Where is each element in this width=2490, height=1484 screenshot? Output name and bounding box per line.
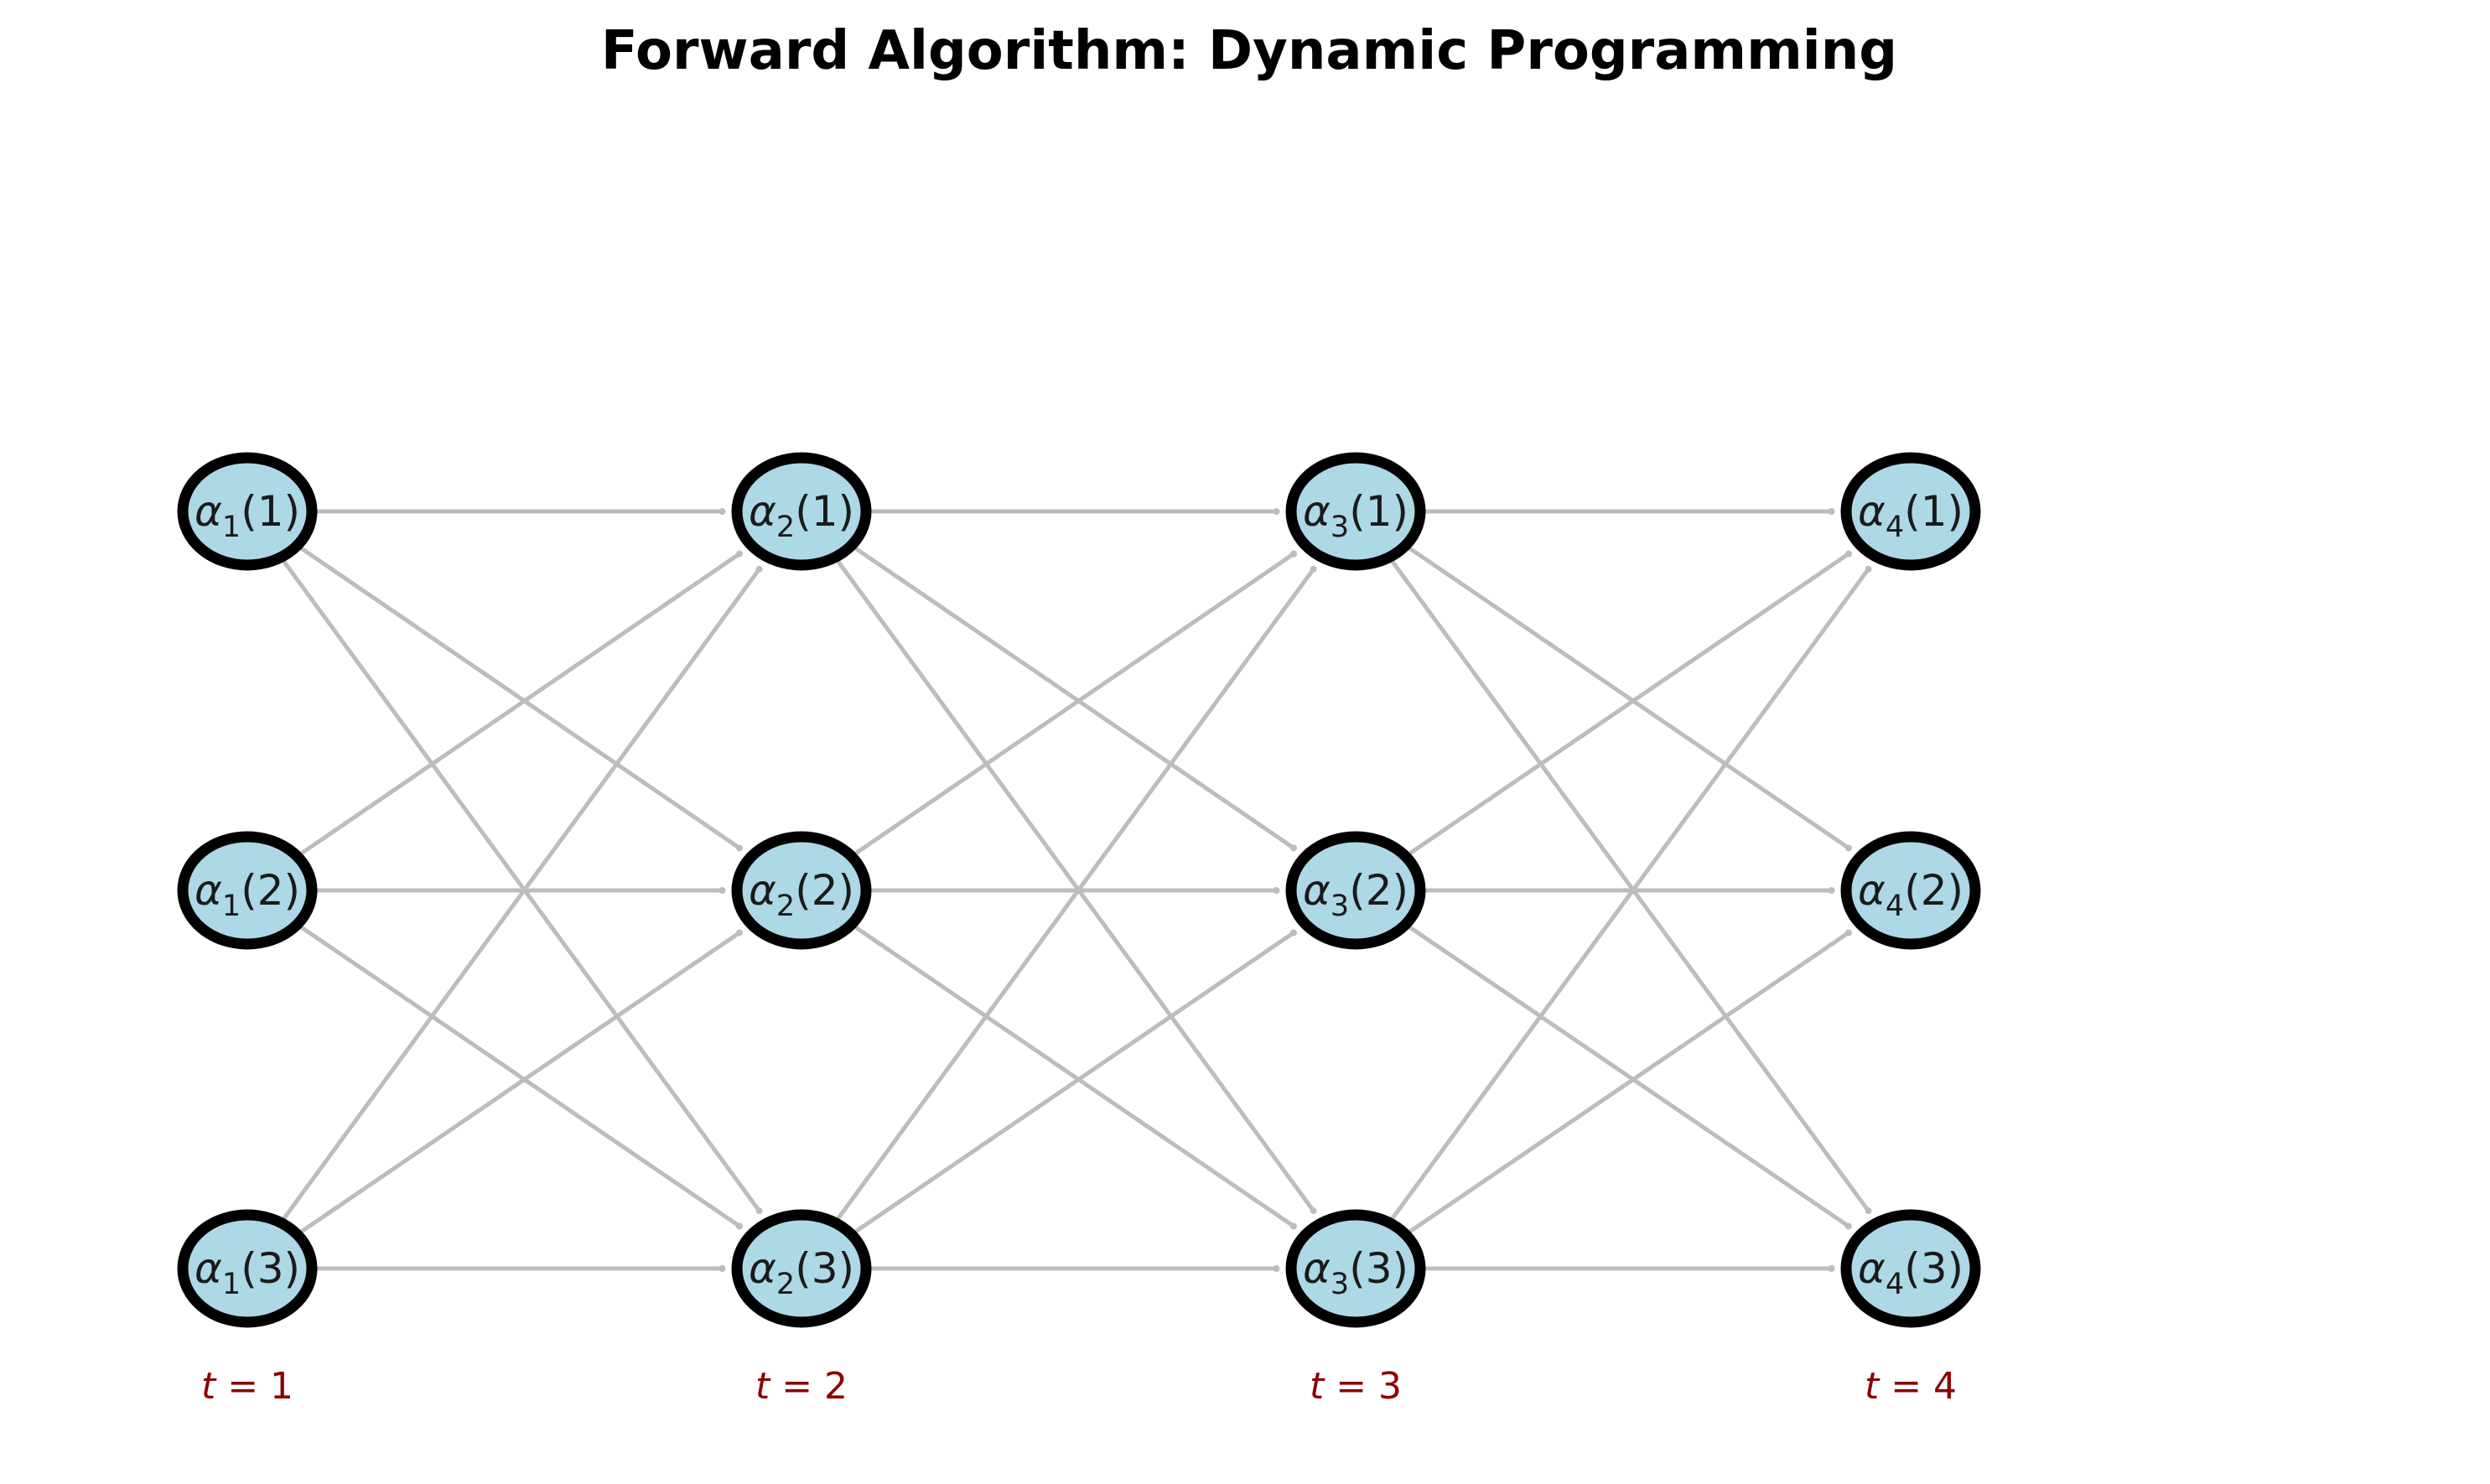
node-alpha1-state2: α1(2) (177, 831, 318, 950)
time-label-t2: t = 2 (755, 1365, 848, 1408)
edge-a1s3-a2s2 (246, 931, 741, 1271)
edge-a3s3-a4s1 (1353, 568, 1870, 1270)
edge-tip-dot (1844, 929, 1852, 937)
node-ellipse (1840, 831, 1981, 950)
node-alpha1-state1: α1(1) (177, 452, 318, 571)
edge-tip-dot (1828, 1265, 1835, 1272)
edge-tip-dot (1273, 887, 1280, 894)
node-label: α2(1) (749, 487, 854, 544)
time-labels-layer: t = 1 t = 2 t = 3 t = 4 (201, 1365, 1957, 1408)
edge-tip-dot (755, 1207, 763, 1215)
node-label: α1(2) (195, 866, 300, 923)
node-label: α3(2) (1303, 866, 1408, 923)
edge-tip-dot (1289, 929, 1297, 937)
edge-tip-dot (1273, 508, 1280, 515)
node-ellipse (731, 831, 872, 950)
edge-tip-dot (1290, 550, 1298, 558)
edge-tip-dot (1865, 1207, 1872, 1215)
node-ellipse (1285, 831, 1426, 950)
node-label: α2(2) (749, 866, 854, 923)
edge-a2s3-a3s1 (799, 568, 1315, 1270)
edge-a3s3-a4s2 (1354, 931, 1850, 1271)
node-ellipse (1840, 1209, 1981, 1328)
node-label: α3(1) (1303, 487, 1408, 544)
node-ellipse (177, 1209, 318, 1328)
node-alpha2-state1: α2(1) (731, 452, 872, 571)
edge-a2s1-a3s2 (800, 509, 1295, 850)
node-ellipse (1285, 1209, 1426, 1328)
time-label-t4: t = 4 (1865, 1365, 1957, 1408)
edge-a1s1-a2s3 (245, 510, 761, 1212)
edge-tip-dot (1828, 508, 1835, 515)
edge-a3s1-a4s3 (1353, 510, 1870, 1212)
edge-tip-dot (718, 1265, 726, 1272)
node-ellipse (731, 1209, 872, 1328)
node-alpha4-state2: α4(2) (1840, 831, 1981, 950)
node-label: α2(3) (749, 1244, 854, 1301)
edge-tip-dot (1310, 565, 1317, 573)
time-label-t3: t = 3 (1310, 1365, 1402, 1408)
node-alpha3-state3: α3(3) (1285, 1209, 1426, 1328)
edge-tip-dot (1844, 1222, 1852, 1230)
edge-tip-dot (735, 1222, 743, 1230)
edge-a1s2-a2s1 (246, 552, 741, 893)
node-label: α4(1) (1858, 487, 1963, 544)
edge-a2s3-a3s2 (800, 931, 1295, 1271)
node-alpha3-state2: α3(2) (1285, 831, 1426, 950)
node-label: α1(1) (195, 487, 300, 544)
node-ellipse (177, 452, 318, 571)
edge-tip-dot (1828, 887, 1835, 894)
edge-a2s2-a3s3 (800, 888, 1295, 1228)
edge-a3s1-a4s2 (1354, 509, 1850, 850)
time-label-t1: t = 1 (201, 1365, 293, 1408)
edges-layer (245, 508, 1872, 1272)
edge-tip-dot (1289, 1222, 1297, 1230)
edge-a3s2-a4s1 (1354, 552, 1850, 893)
edge-a1s1-a2s2 (246, 509, 741, 850)
edge-tip-dot (755, 565, 763, 573)
edge-tip-dot (1865, 565, 1872, 573)
node-label: α1(3) (195, 1244, 300, 1301)
node-alpha4-state3: α4(3) (1840, 1209, 1981, 1328)
edge-tip-dot (1844, 844, 1852, 852)
diagram-title: Forward Algorithm: Dynamic Programming (601, 20, 1897, 82)
edge-tip-dot (1290, 844, 1298, 852)
node-alpha2-state2: α2(2) (731, 831, 872, 950)
node-ellipse (1285, 452, 1426, 571)
node-alpha2-state3: α2(3) (731, 1209, 872, 1328)
edge-tip-dot (1273, 1265, 1280, 1272)
node-label: α4(2) (1858, 866, 1963, 923)
edge-a2s2-a3s1 (800, 552, 1295, 893)
edge-tip-dot (736, 550, 744, 558)
edge-a2s1-a3s3 (799, 510, 1315, 1212)
edge-tip-dot (718, 887, 726, 894)
edge-a1s2-a2s3 (246, 888, 741, 1228)
edge-tip-dot (735, 929, 743, 937)
node-ellipse (1840, 452, 1981, 571)
node-label: α4(3) (1858, 1244, 1963, 1301)
edge-tip-dot (1310, 1207, 1317, 1215)
node-label: α3(3) (1303, 1244, 1408, 1301)
node-ellipse (731, 452, 872, 571)
edge-tip-dot (718, 508, 726, 515)
node-alpha3-state1: α3(1) (1285, 452, 1426, 571)
edge-tip-dot (1844, 550, 1852, 558)
edge-a1s3-a2s1 (245, 568, 761, 1270)
node-ellipse (177, 831, 318, 950)
node-alpha1-state3: α1(3) (177, 1209, 318, 1328)
edge-a3s2-a4s3 (1354, 888, 1850, 1228)
node-alpha4-state1: α4(1) (1840, 452, 1981, 571)
nodes-layer: α1(1) α1(2) α1(3) α2(1) α2(2) α2(3) α3(1) α3(2)… (177, 452, 1981, 1328)
edge-tip-dot (736, 844, 744, 852)
